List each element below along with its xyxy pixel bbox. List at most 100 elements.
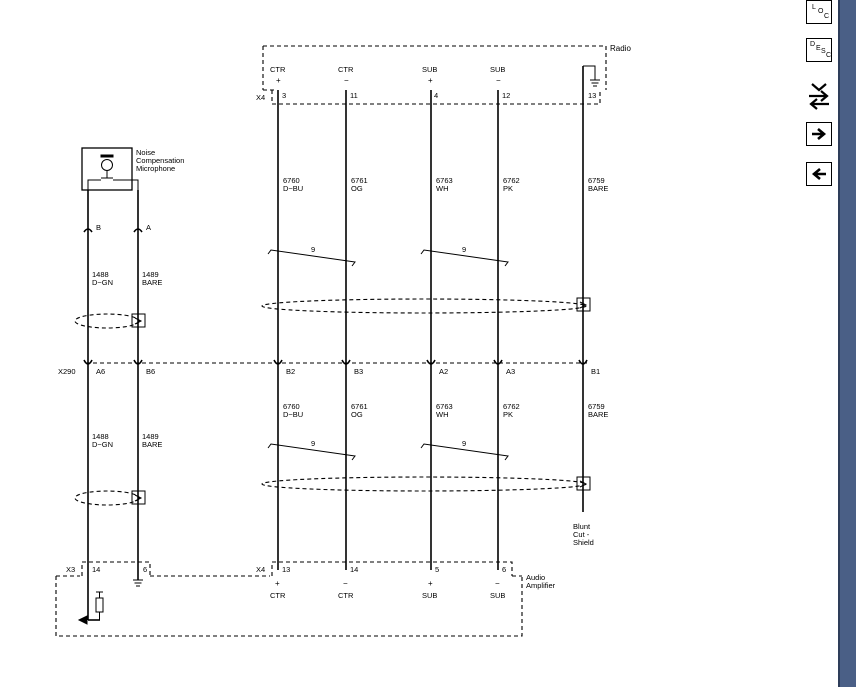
microphone-component: Noise Compensation Microphone: [81, 147, 184, 191]
svg-text:1489: 1489: [142, 432, 159, 441]
svg-text:D−GN: D−GN: [92, 440, 113, 449]
x290-label: X290: [58, 367, 76, 376]
amp-pin-number: 6: [502, 565, 506, 574]
upper-twist-symbols: 9 9: [267, 245, 509, 267]
circuit-color: D−BU: [283, 184, 303, 193]
circuit-color: WH: [436, 184, 449, 193]
inline-pin: A3: [506, 367, 515, 376]
circuit-number: 6762: [503, 176, 520, 185]
circuit-color: PK: [503, 410, 513, 419]
mic-pin-label: A: [146, 223, 151, 232]
amp-pin-name: CTR: [338, 591, 354, 600]
svg-text:Blunt: Blunt: [573, 522, 591, 531]
x3-pin-number: 6: [143, 565, 147, 574]
circuit-color: OG: [351, 410, 363, 419]
twist-label: 9: [462, 245, 466, 254]
svg-text:D−GN: D−GN: [92, 278, 113, 287]
twist-label: 9: [311, 245, 315, 254]
circuit-color: D−BU: [283, 410, 303, 419]
x4-amp-label: X4: [256, 565, 265, 574]
svg-text:1488: 1488: [92, 432, 109, 441]
inline-pin: B2: [286, 367, 295, 376]
previous-page-button[interactable]: [806, 162, 832, 186]
microphone-wires: B A: [83, 190, 151, 620]
radio-pin-number: 3: [282, 91, 286, 100]
inline-pin-labels: A6 B6 B2 B3 A2 A3 B1: [96, 367, 600, 376]
circuit-number: 6761: [351, 176, 368, 185]
amp-pin-sign: −: [343, 579, 348, 588]
svg-text:Cut -: Cut -: [573, 530, 590, 539]
svg-text:1488: 1488: [92, 270, 109, 279]
blunt-cut-shield-label: Blunt Cut - Shield: [573, 522, 594, 547]
circuit-color: BARE: [588, 184, 608, 193]
radio-ground-icon: [583, 65, 600, 87]
lower-circuit-labels: 6760 D−BU 6761 OG 6763 WH 6762 PK 6759 B…: [283, 402, 608, 419]
circuit-number: 6760: [283, 402, 300, 411]
circuit-number: 6759: [588, 176, 605, 185]
inline-pin: B3: [354, 367, 363, 376]
circuit-color: WH: [436, 410, 449, 419]
radio-pin-sign: −: [496, 76, 501, 85]
lower-twist-symbols: 9 9: [267, 439, 509, 461]
lower-shield: [261, 476, 591, 492]
radio-pin-name: CTR: [338, 65, 354, 74]
x3-pin-number: 14: [92, 565, 100, 574]
circuit-color: BARE: [588, 410, 608, 419]
x4-radio-label: X4: [256, 93, 265, 102]
radio-pin-sign: −: [344, 76, 349, 85]
amp-pin-name: SUB: [422, 591, 437, 600]
mic-pin-label: B: [96, 223, 101, 232]
radio-pin-name: SUB: [490, 65, 505, 74]
circuit-number: 6763: [436, 402, 453, 411]
twist-label: 9: [311, 439, 315, 448]
circuit-number: 6759: [588, 402, 605, 411]
circuit-number: 6763: [436, 176, 453, 185]
radio-pin-sign: +: [428, 76, 433, 85]
circuit-number: 6761: [351, 402, 368, 411]
x4-radio-connector: [271, 90, 601, 105]
inline-pin: B6: [146, 367, 155, 376]
nav-sidebar: L O C D E S C: [806, 0, 836, 687]
inline-pin: B1: [591, 367, 600, 376]
x3-label: X3: [66, 565, 75, 574]
main-wires: [277, 66, 584, 570]
radio-pin-group: CTR + 3 CTR − 11 SUB + 4 SUB − 12 13: [270, 65, 596, 100]
mic-circuit-labels: 1488 D−GN 1489 BARE 1488 D−GN 1489 BARE: [92, 270, 162, 449]
x4-amp-connector: [271, 561, 513, 576]
amp-pin-sign: +: [275, 579, 280, 588]
inline-pin: A6: [96, 367, 105, 376]
window-edge-scrollbar[interactable]: [838, 0, 856, 687]
amp-pin-number: 13: [282, 565, 290, 574]
svg-text:1489: 1489: [142, 270, 159, 279]
microphone-label: Compensation: [136, 156, 184, 165]
radio-pin-name: SUB: [422, 65, 437, 74]
circuit-color: PK: [503, 184, 513, 193]
amp-pin-sign: −: [495, 579, 500, 588]
arrow-left-icon: [811, 168, 826, 180]
radio-label: Radio: [610, 44, 631, 53]
svg-text:BARE: BARE: [142, 440, 162, 449]
next-page-button[interactable]: [806, 122, 832, 146]
description-view-button[interactable]: D E S C: [806, 38, 832, 62]
microphone-label: Microphone: [136, 164, 175, 173]
location-view-button[interactable]: L O C: [806, 0, 832, 24]
circuit-color: OG: [351, 184, 363, 193]
amplifier-label: Amplifier: [526, 581, 556, 590]
radio-pin-sign: +: [276, 76, 281, 85]
wiring-diagram: .w { stroke:#000; stroke-width:1.6; fill…: [55, 44, 631, 637]
radio-pin-number: 12: [502, 91, 510, 100]
amp-pin-group: 13 + CTR 14 − CTR 5 + SUB 6 − SUB: [270, 565, 506, 600]
radio-pin-number: 13: [588, 91, 596, 100]
radio-pin-name: CTR: [270, 65, 286, 74]
x3-connector: [81, 561, 151, 576]
arrow-right-icon: [812, 128, 827, 140]
connector-flow-icon[interactable]: [806, 80, 832, 110]
amplifier-label: Audio: [526, 573, 545, 582]
radio-pin-number: 11: [350, 91, 358, 100]
amp-pin-number: 5: [435, 565, 439, 574]
audio-amplifier-outline: [55, 575, 523, 637]
twist-label: 9: [462, 439, 466, 448]
upper-shield: [261, 297, 591, 314]
circuit-number: 6762: [503, 402, 520, 411]
